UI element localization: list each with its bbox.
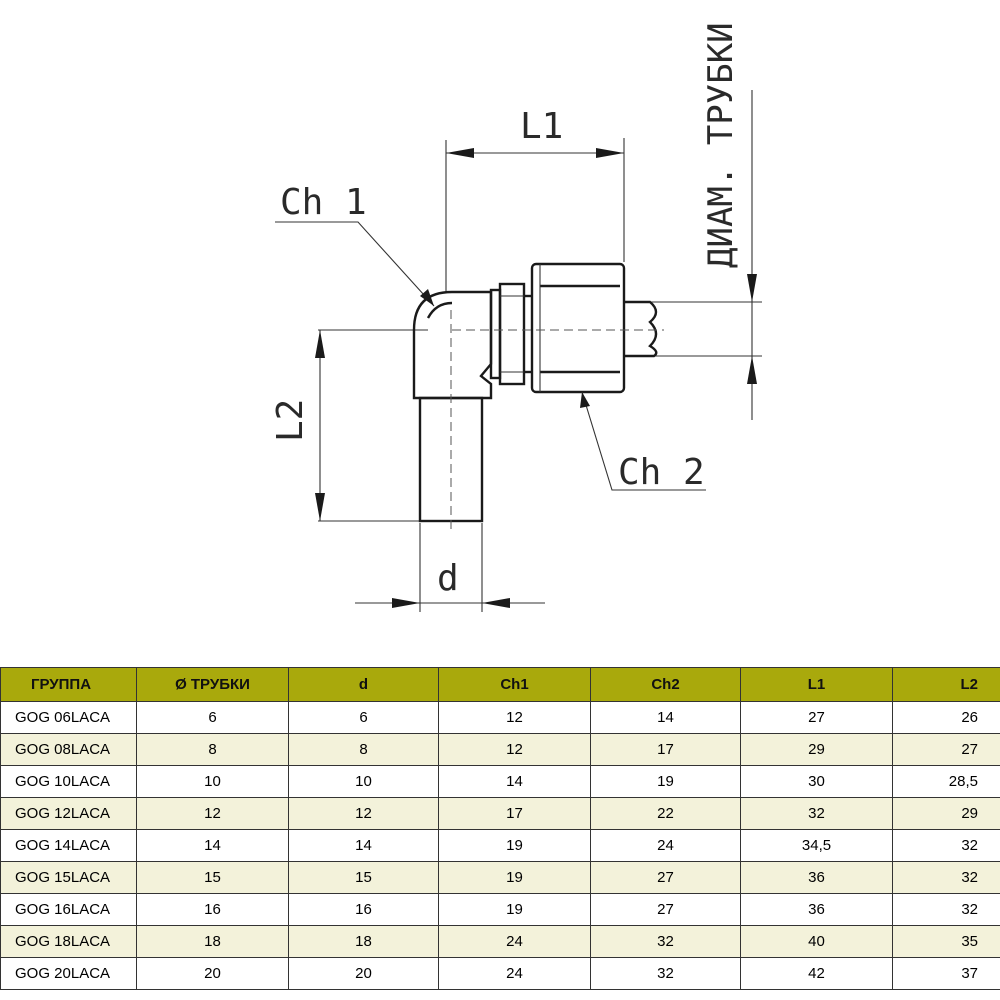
table-cell: 22 [590,797,741,830]
table-cell: 18 [288,925,439,958]
ch2-label: Ch 2 [618,452,705,493]
table-cell: 6 [288,701,439,734]
table-cell: 12 [438,733,591,766]
table-cell: 30 [740,765,893,798]
table-cell: 15 [288,861,439,894]
table-cell: 10 [136,765,289,798]
table-cell: 8 [136,733,289,766]
table-cell: 29 [740,733,893,766]
table-cell: GOG 18LACA [0,925,137,958]
table-cell: 32 [740,797,893,830]
table-cell: 37 [892,957,1000,990]
table-cell: 40 [740,925,893,958]
l2-label: L2 [270,399,311,442]
table-cell: 27 [892,733,1000,766]
fitting-drawing: L1 Ch 1 Ch 2 d L2 ДИАМ. ТРУБКИ [270,22,762,612]
table-cell: 28,5 [892,765,1000,798]
table-cell: 36 [740,861,893,894]
table-cell: 17 [590,733,741,766]
table-cell: 27 [740,701,893,734]
table-cell: GOG 15LACA [0,861,137,894]
tube-stub [624,300,658,358]
table-cell: 24 [438,957,591,990]
table-cell: 10 [288,765,439,798]
table-cell: GOG 14LACA [0,829,137,862]
table-cell: GOG 20LACA [0,957,137,990]
header-d: d [288,667,439,702]
header-group: ГРУППА [0,667,137,702]
elbow-body [412,290,493,400]
table-cell: 19 [438,893,591,926]
header-tube-diameter: Ø ТРУБКИ [136,667,289,702]
table-cell: 14 [288,829,439,862]
table-cell: 16 [136,893,289,926]
ch2-leader [581,391,706,491]
table-cell: 15 [136,861,289,894]
table-cell: 26 [892,701,1000,734]
table-cell: GOG 06LACA [0,701,137,734]
nut-hex [530,262,626,394]
header-l1: L1 [740,667,893,702]
table-cell: GOG 16LACA [0,893,137,926]
header-l2: L2 [892,667,1000,702]
header-ch1: Ch1 [438,667,591,702]
table-cell: 32 [892,861,1000,894]
table-cell: 32 [892,829,1000,862]
table-cell: GOG 08LACA [0,733,137,766]
tube-diameter-label: ДИАМ. ТРУБКИ [701,22,741,268]
table-cell: 32 [892,893,1000,926]
ch1-leader [275,221,435,307]
header-ch2: Ch2 [590,667,741,702]
table-cell: 27 [590,893,741,926]
table-cell: 32 [590,925,741,958]
table-cell: 19 [438,829,591,862]
table-cell: 8 [288,733,439,766]
table-cell: 12 [438,701,591,734]
table-cell: 14 [590,701,741,734]
table-cell: 16 [288,893,439,926]
table-cell: 14 [136,829,289,862]
spec-table: ГРУППА Ø ТРУБКИ d Ch1 Ch2 L1 L2 GOG 06LA… [0,667,1000,990]
l1-label: L1 [520,106,563,147]
table-cell: 29 [892,797,1000,830]
table-cell: 19 [438,861,591,894]
table-header-row: ГРУППА Ø ТРУБКИ d Ch1 Ch2 L1 L2 [0,667,1000,702]
table-cell: 6 [136,701,289,734]
table-cell: 36 [740,893,893,926]
table-cell: 42 [740,957,893,990]
table-cell: 12 [288,797,439,830]
table-cell: 20 [288,957,439,990]
table-cell: 27 [590,861,741,894]
table-cell: 14 [438,765,591,798]
table-cell: GOG 12LACA [0,797,137,830]
table-cell: 18 [136,925,289,958]
table-cell: 19 [590,765,741,798]
table-cell: 24 [590,829,741,862]
table-cell: 34,5 [740,829,893,862]
table-cell: 32 [590,957,741,990]
table-cell: 20 [136,957,289,990]
table-cell: 12 [136,797,289,830]
table-cell: 35 [892,925,1000,958]
table-cell: 24 [438,925,591,958]
ch1-label: Ch 1 [280,182,367,223]
d-label: d [437,558,459,599]
table-cell: GOG 10LACA [0,765,137,798]
table-cell: 17 [438,797,591,830]
